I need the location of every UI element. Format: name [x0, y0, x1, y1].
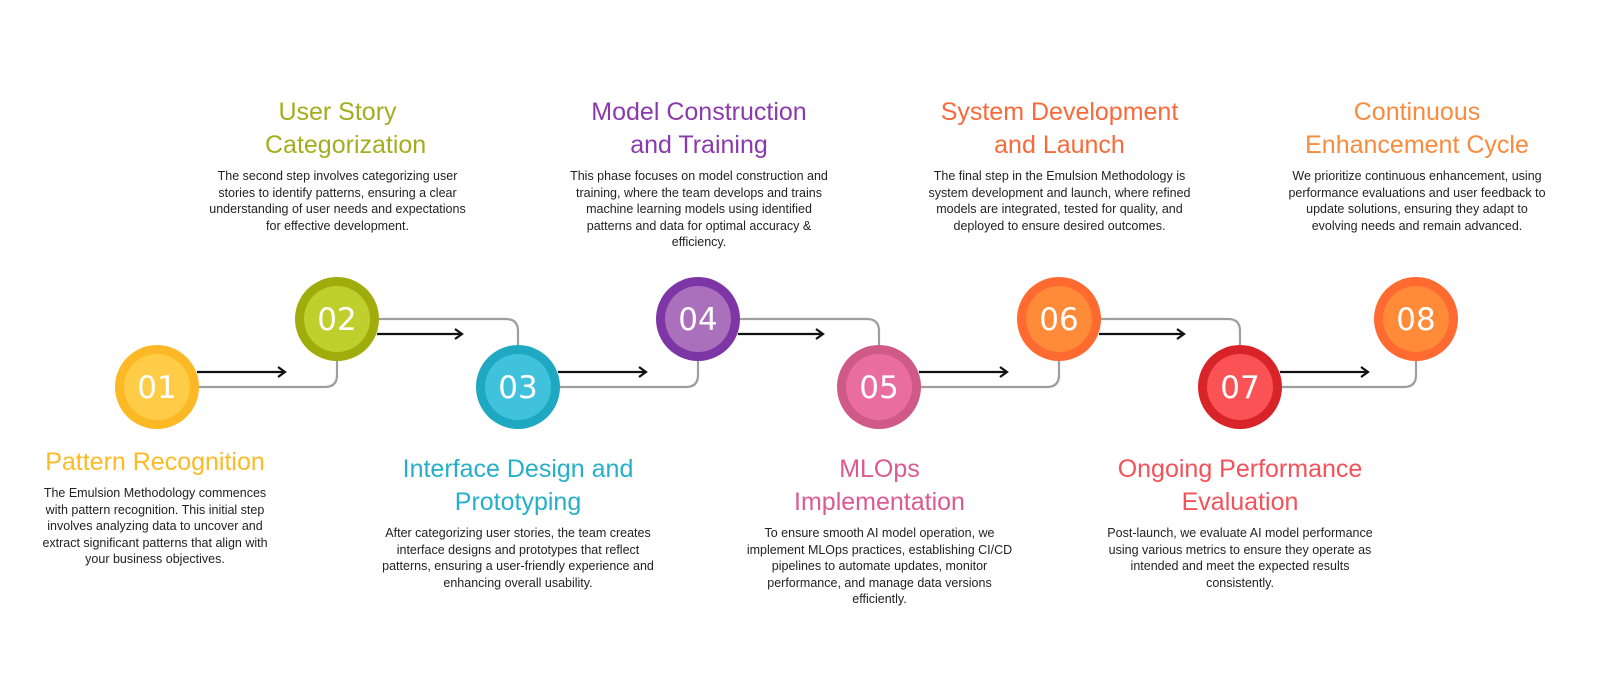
step-title: Continuous Enhancement Cycle: [1305, 98, 1529, 159]
step-title: User Story Categorization: [265, 98, 427, 159]
step-number: 06: [1039, 302, 1078, 338]
arrow-head-icon: [1176, 328, 1186, 340]
step-number: 02: [317, 302, 356, 338]
step-05-node: 05: [837, 345, 921, 429]
node-fill: [1383, 286, 1449, 352]
connector-1-2: [195, 359, 339, 389]
arrows-layer: [197, 328, 1370, 378]
step-06-node: 06: [1017, 277, 1101, 361]
step-title: System Development and Launch: [940, 98, 1179, 159]
node-fill: [665, 286, 731, 352]
node-fill: [485, 354, 551, 420]
step-08-text: Continuous Enhancement Cycle We prioriti…: [1282, 96, 1552, 234]
step-03-text: Interface Design and Prototyping After c…: [380, 453, 656, 591]
step-title: Pattern Recognition: [45, 448, 265, 476]
step-title: Model Construction and Training: [591, 98, 807, 159]
step-description: We prioritize continuous enhancement, us…: [1288, 169, 1546, 233]
step-01-node: 01: [115, 345, 199, 429]
connector-3-4: [556, 359, 700, 389]
arrow-head-icon: [999, 366, 1009, 378]
step-08-node: 08: [1374, 277, 1458, 361]
arrow-head-icon: [638, 366, 648, 378]
step-description: After categorizing user stories, the tea…: [382, 526, 654, 590]
step-number: 03: [498, 370, 537, 406]
step-description: The second step involves categorizing us…: [209, 169, 466, 233]
step-07-node: 07: [1198, 345, 1282, 429]
node-fill: [846, 354, 912, 420]
arrow-head-icon: [815, 328, 825, 340]
node-fill: [1026, 286, 1092, 352]
nodes-layer: 01 02 03 04 05 06 07 08: [115, 277, 1458, 429]
node-fill: [1207, 354, 1273, 420]
step-04-text: Model Construction and Training This pha…: [565, 96, 833, 251]
step-03-node: 03: [476, 345, 560, 429]
step-04-node: 04: [656, 277, 740, 361]
step-number: 05: [859, 370, 898, 406]
step-description: To ensure smooth AI model operation, we …: [746, 526, 1013, 606]
step-description: This phase focuses on model construction…: [570, 169, 828, 249]
connector-4-5: [736, 317, 881, 347]
connector-2-3: [375, 317, 520, 347]
connectors-layer: [195, 317, 1418, 389]
step-description: The Emulsion Methodology commences with …: [42, 486, 268, 566]
node-fill: [124, 354, 190, 420]
arrow-head-icon: [1360, 366, 1370, 378]
step-06-text: System Development and Launch The final …: [922, 96, 1197, 234]
connector-7-8: [1278, 359, 1418, 389]
connector-5-6: [917, 359, 1061, 389]
step-number: 01: [137, 370, 176, 406]
step-number: 04: [678, 302, 717, 338]
step-description: The final step in the Emulsion Methodolo…: [928, 169, 1191, 233]
step-02-text: User Story Categorization The second ste…: [205, 96, 470, 234]
step-title: MLOps Implementation: [794, 455, 965, 516]
node-fill: [304, 286, 370, 352]
step-title: Interface Design and Prototyping: [402, 455, 634, 516]
step-07-text: Ongoing Performance Evaluation Post-laun…: [1102, 453, 1378, 591]
step-number: 08: [1396, 302, 1435, 338]
connector-6-7: [1097, 317, 1242, 347]
step-05-text: MLOps Implementation To ensure smooth AI…: [742, 453, 1017, 608]
step-description: Post-launch, we evaluate AI model perfor…: [1107, 526, 1373, 590]
step-01-text: Pattern Recognition The Emulsion Methodo…: [20, 446, 290, 568]
arrow-head-icon: [277, 366, 287, 378]
step-02-node: 02: [295, 277, 379, 361]
step-number: 07: [1220, 370, 1259, 406]
arrow-head-icon: [454, 328, 464, 340]
step-title: Ongoing Performance Evaluation: [1117, 455, 1363, 516]
